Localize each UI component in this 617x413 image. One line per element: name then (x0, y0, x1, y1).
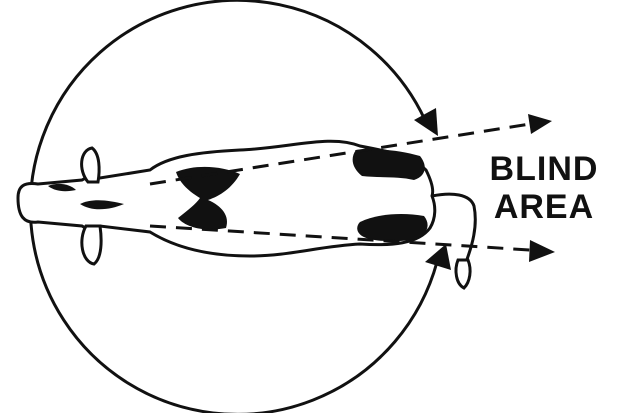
blind-area-label-line1: BLIND (478, 150, 610, 188)
cow-hip-patch-top (353, 149, 425, 180)
cow-tail-tip (456, 260, 470, 288)
upper-sight-arrowhead (528, 114, 552, 134)
lower-sight-arrowhead (529, 240, 555, 262)
cow-ear-top (82, 148, 100, 182)
upper-arc-arrowhead (414, 108, 438, 136)
blind-area-label-line2: AREA (478, 188, 610, 226)
lower-arc-arrowhead (425, 244, 451, 270)
cow (18, 141, 475, 288)
cow-ear-bottom (82, 226, 101, 264)
blind-area-label: BLIND AREA (478, 150, 610, 226)
